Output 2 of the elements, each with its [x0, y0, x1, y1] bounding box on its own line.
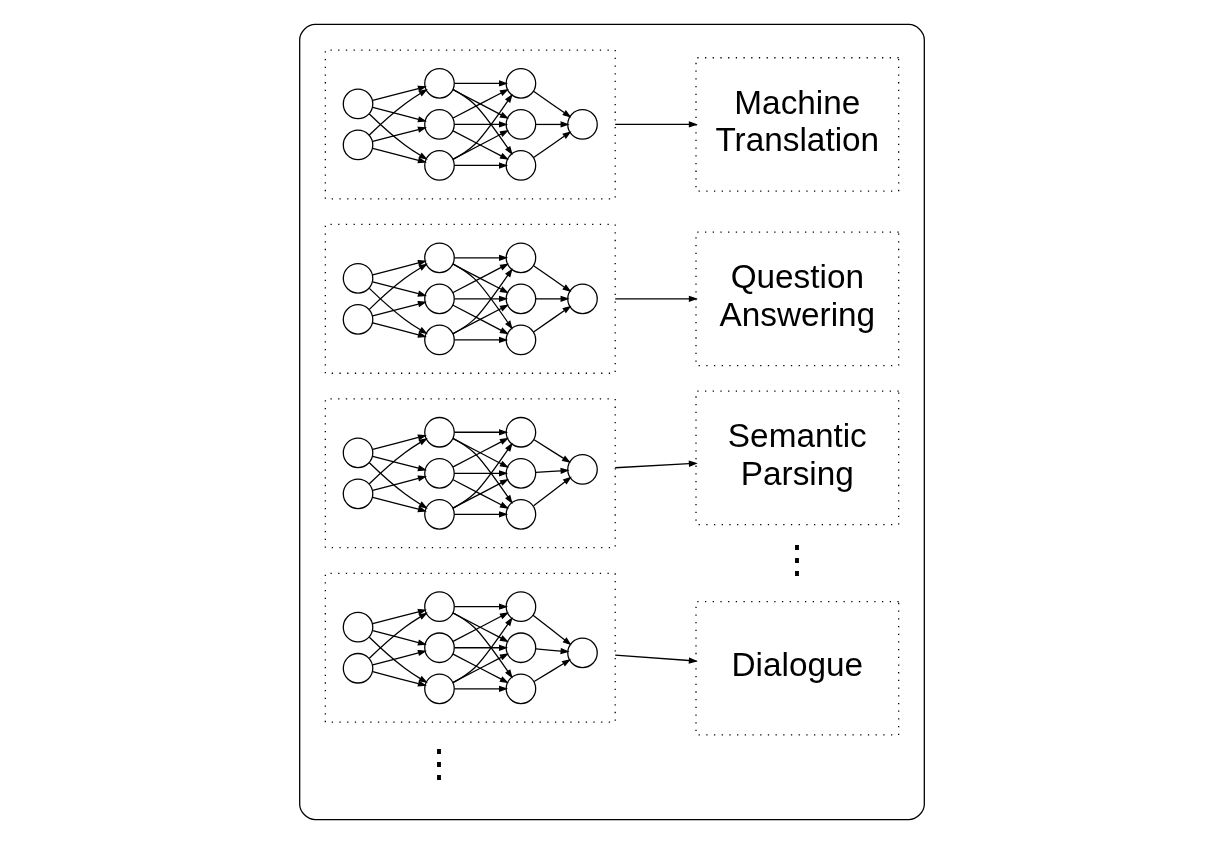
label: ⋮ [420, 741, 459, 785]
label: ⋮ [778, 537, 817, 581]
